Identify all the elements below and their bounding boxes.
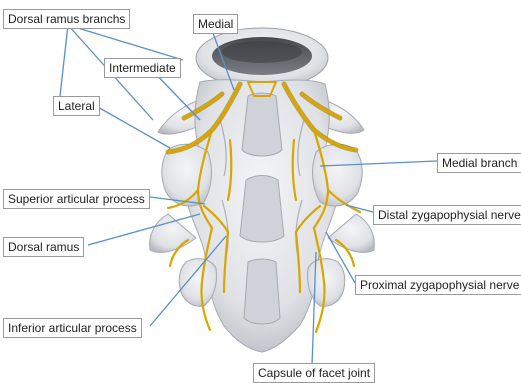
label-dorsal-ramus: Dorsal ramus [3,237,84,257]
label-proximal-zygapophysial-nerve: Proximal zygapophysial nerve [355,275,521,295]
vertebral-body [196,28,328,88]
label-medial-branch: Medial branch [437,153,521,173]
label-capsule-of-facet-joint: Capsule of facet joint [253,363,375,383]
spinous-processes [240,93,284,324]
label-lateral: Lateral [53,96,100,116]
label-inferior-articular-process: Inferior articular process [3,318,142,338]
label-dorsal-ramus-branchs: Dorsal ramus branchs [3,9,130,29]
label-distal-zygapophysial-nerve: Distal zygapophysial nerve [373,205,521,225]
label-medial: Medial [193,14,238,34]
label-intermediate: Intermediate [104,58,181,78]
label-superior-articular-process: Superior articular process [3,189,150,209]
